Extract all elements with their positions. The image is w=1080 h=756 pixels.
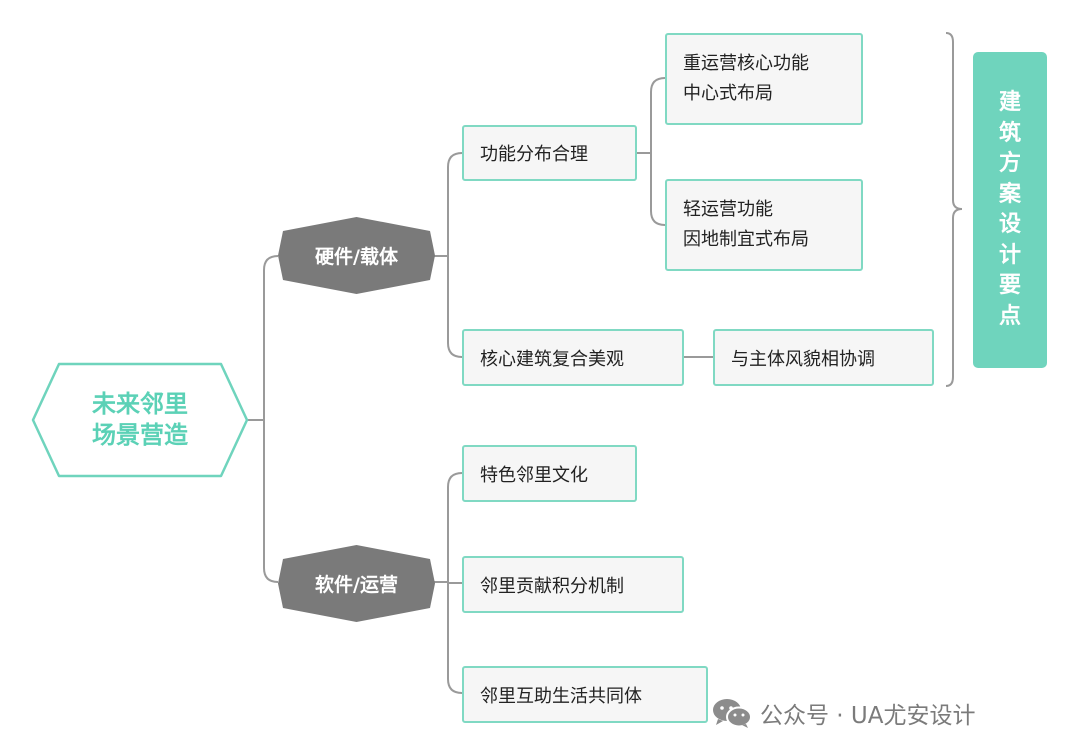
root-node: 未来邻里 场景营造 (31, 362, 249, 478)
node-architecture-label: 核心建筑复合美观 (480, 348, 624, 370)
connector-root-branches (263, 255, 279, 583)
design-points-label: 建筑方案设计要点 (998, 90, 1021, 329)
branch-hardware-label: 硬件/载体 (315, 246, 398, 268)
node-mutual-aid-community-label: 邻里互助生活共同体 (480, 685, 642, 707)
node-architecture: 核心建筑复合美观 (462, 329, 684, 386)
connector-function-children (650, 77, 666, 226)
node-mutual-aid-community: 邻里互助生活共同体 (462, 666, 708, 723)
wechat-icon (713, 699, 752, 728)
node-contribution-points: 邻里贡献积分机制 (462, 556, 684, 613)
node-core-function-line1: 重运营核心功能 (683, 53, 809, 74)
branch-software-shape (278, 545, 435, 622)
watermark-text: 公众号 · UA尤安设计 (760, 703, 976, 729)
node-function-layout-label: 功能分布合理 (480, 144, 588, 165)
branch-software-label: 软件/运营 (315, 574, 398, 596)
design-points-sidebar: 建筑方案设计要点 (973, 52, 1047, 368)
node-contribution-points-label: 邻里贡献积分机制 (480, 575, 624, 597)
node-core-function: 重运营核心功能 中心式布局 (665, 33, 863, 125)
node-core-function-line2: 中心式布局 (683, 83, 773, 104)
node-light-function: 轻运营功能 因地制宜式布局 (665, 179, 863, 271)
branch-hardware-shape (278, 217, 435, 294)
node-light-function-line2: 因地制宜式布局 (683, 229, 809, 250)
node-architecture-harmony: 与主体风貌相协调 (713, 329, 934, 386)
connector-hardware-children (447, 152, 463, 358)
node-architecture-harmony-label: 与主体风貌相协调 (731, 348, 875, 370)
root-hexagon-shape (31, 362, 249, 478)
branch-software: 软件/运营 (278, 545, 435, 622)
branch-hardware: 硬件/载体 (278, 217, 435, 294)
root-title-line1: 未来邻里 (92, 390, 188, 418)
node-neighborhood-culture-label: 特色邻里文化 (480, 464, 588, 486)
node-light-function-line1: 轻运营功能 (683, 199, 773, 220)
watermark: 公众号 · UA尤安设计 (712, 695, 976, 731)
node-function-layout: 功能分布合理 (462, 125, 637, 181)
brace-bracket (945, 32, 963, 387)
node-neighborhood-culture: 特色邻里文化 (462, 445, 637, 502)
root-title-line2: 场景营造 (92, 421, 188, 449)
